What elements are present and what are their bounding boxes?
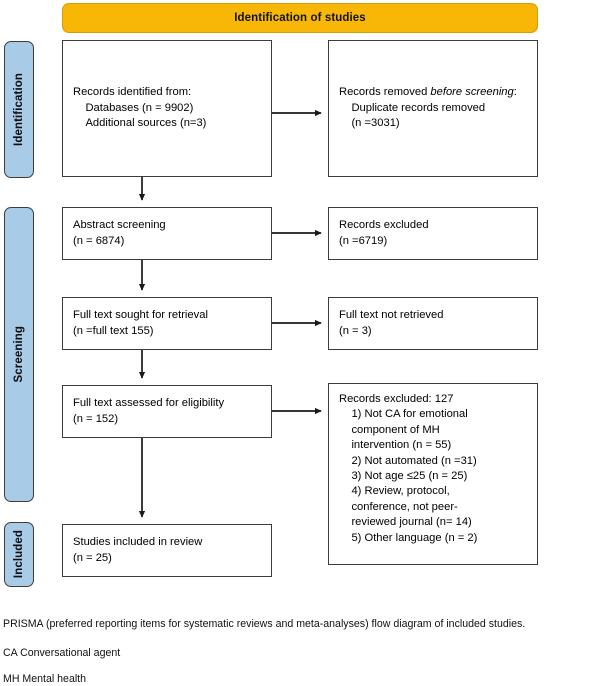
box-studies-included-in-review: Studies included in review (n = 25) xyxy=(62,524,272,577)
box-records-removed-detail: Duplicate records removed (n =3031) xyxy=(351,101,486,130)
identification-banner: Identification of studies xyxy=(62,3,538,33)
box-records-excluded-with-reasons: Records excluded: 127 1) Not CA for emot… xyxy=(328,383,538,565)
box-records-removed-text: Records removed before screening: Duplic… xyxy=(339,85,517,131)
box-records-removed-before-screening: Records removed before screening: Duplic… xyxy=(328,40,538,177)
box-full-text-sought-text: Full text sought for retrieval (n =full … xyxy=(73,309,208,337)
box-full-text-not-retrieved-text: Full text not retrieved (n = 3) xyxy=(339,309,444,337)
phase-label-included-text: Included xyxy=(13,530,25,579)
box-abstract-screening: Abstract screening (n = 6874) xyxy=(62,207,272,260)
footnote-ca-abbreviation: CA Conversational agent xyxy=(3,647,121,659)
box-studies-included-text: Studies included in review (n = 25) xyxy=(73,536,203,564)
box-records-identified-text: Records identified from: Databases (n = … xyxy=(73,86,207,130)
box-abstract-screening-text: Abstract screening (n = 6874) xyxy=(73,219,166,247)
box-records-excluded-reasons-text: Records excluded: 127 1) Not CA for emot… xyxy=(339,393,478,544)
phase-label-screening-text: Screening xyxy=(13,326,25,383)
box-records-identified: Records identified from: Databases (n = … xyxy=(62,40,272,177)
phase-label-included: Included xyxy=(4,522,34,587)
box-full-text-sought-for-retrieval: Full text sought for retrieval (n =full … xyxy=(62,297,272,350)
box-records-excluded: Records excluded (n =6719) xyxy=(328,207,538,260)
box-records-removed-italic: before screening xyxy=(430,86,514,99)
phase-label-identification-text: Identification xyxy=(13,73,25,146)
box-records-removed-colon: : xyxy=(513,86,517,99)
phase-label-identification: Identification xyxy=(4,41,34,178)
box-full-text-assessed-text: Full text assessed for eligibility (n = … xyxy=(73,397,225,425)
box-records-removed-lead: Records removed xyxy=(339,86,431,99)
box-records-excluded-text: Records excluded (n =6719) xyxy=(339,219,429,247)
box-full-text-assessed-for-eligibility: Full text assessed for eligibility (n = … xyxy=(62,385,272,438)
banner-title: Identification of studies xyxy=(234,12,366,24)
phase-label-screening: Screening xyxy=(4,207,34,502)
box-full-text-not-retrieved: Full text not retrieved (n = 3) xyxy=(328,297,538,350)
footnote-mh-abbreviation: MH Mental health xyxy=(3,673,87,685)
footnote-prisma: PRISMA (preferred reporting items for sy… xyxy=(3,618,526,630)
